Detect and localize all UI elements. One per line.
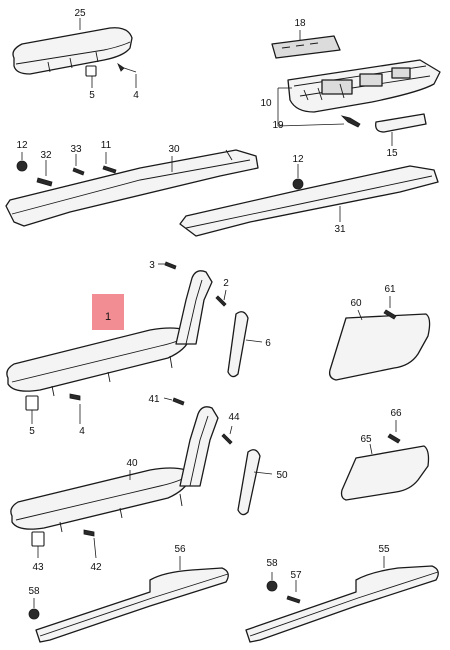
label-44: 44	[228, 412, 240, 423]
fasteners-41-44	[163, 397, 233, 445]
fasteners-row2	[16, 152, 117, 187]
highlight-box	[92, 294, 124, 330]
cover-65	[340, 420, 430, 501]
label-56: 56	[174, 544, 186, 555]
label-40: 40	[126, 458, 138, 469]
label-58b: 58	[28, 586, 40, 597]
label-57: 57	[290, 570, 302, 581]
armrest-25	[12, 18, 137, 88]
label-5a: 5	[89, 90, 95, 101]
trim-31	[179, 164, 439, 237]
label-65: 65	[360, 434, 372, 445]
label-5b: 5	[29, 426, 35, 437]
label-1: 1	[105, 311, 111, 323]
label-66: 66	[390, 408, 402, 419]
label-15: 15	[386, 148, 398, 159]
label-43: 43	[32, 562, 44, 573]
armrest-1	[6, 270, 213, 424]
trim-56	[28, 556, 229, 643]
label-25: 25	[74, 8, 86, 19]
label-41: 41	[148, 394, 160, 405]
label-31: 31	[334, 224, 346, 235]
label-4a: 4	[133, 90, 139, 101]
label-10: 10	[260, 98, 272, 109]
trim-55	[245, 556, 439, 643]
switch-housing-10	[271, 30, 441, 146]
label-55: 55	[378, 544, 390, 555]
label-2: 2	[223, 278, 229, 289]
trim-30	[5, 149, 259, 227]
fasteners-3-2	[158, 261, 227, 307]
label-12b: 12	[292, 154, 304, 165]
cover-60	[328, 296, 431, 381]
label-60: 60	[350, 298, 362, 309]
part-labels: 25 5 4 18 10 19 15 12 32 33 11 30 12 31 …	[16, 8, 402, 597]
strip-6	[227, 311, 263, 378]
label-61: 61	[384, 284, 396, 295]
label-50: 50	[276, 470, 288, 481]
label-11: 11	[101, 140, 112, 151]
label-12a: 12	[16, 140, 28, 151]
label-19: 19	[272, 120, 284, 131]
label-58a: 58	[266, 558, 278, 569]
label-42: 42	[90, 562, 102, 573]
armrest-40	[10, 406, 219, 559]
label-30: 30	[168, 144, 180, 155]
highlight-part-1	[92, 294, 124, 330]
strip-50	[237, 449, 273, 516]
label-33: 33	[70, 144, 82, 155]
label-32: 32	[40, 150, 52, 161]
label-6: 6	[265, 338, 271, 349]
label-3: 3	[149, 260, 155, 271]
label-18: 18	[294, 18, 306, 29]
label-4b: 4	[79, 426, 85, 437]
